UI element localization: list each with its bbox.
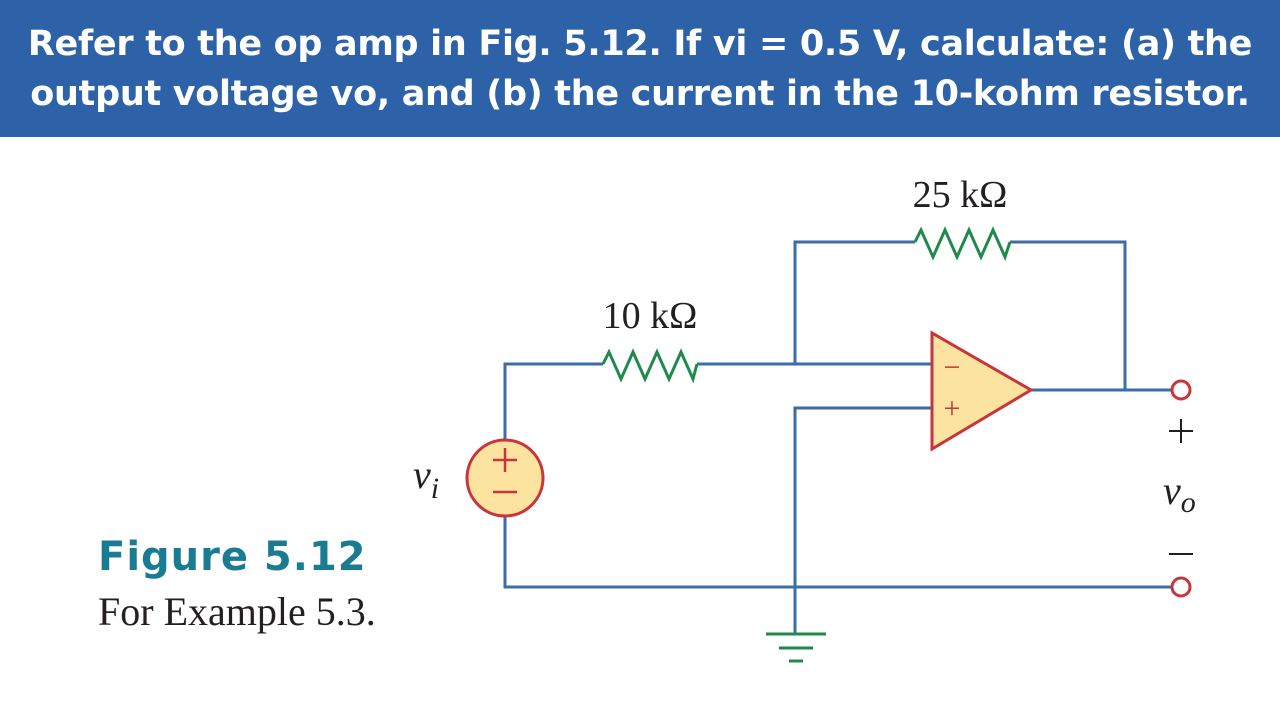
- output-terminal-positive: [1170, 379, 1192, 401]
- op-amp-inverting-sign: −: [944, 351, 961, 384]
- ground-icon: [766, 632, 826, 663]
- resistor-25k: [913, 226, 1012, 262]
- source-label: vi: [413, 452, 439, 505]
- wire-noninverting-input: [793, 406, 932, 634]
- figure-title: Figure 5.12: [98, 534, 367, 580]
- resistor-10k-label: 10 kΩ: [603, 295, 698, 337]
- wire-bottom-rail: [503, 516, 1172, 589]
- figure-caption: For Example 5.3.: [98, 589, 376, 634]
- op-amp-triangle: [930, 330, 1034, 452]
- question-text: Refer to the op amp in Fig. 5.12. If vi …: [27, 23, 1253, 114]
- wire-feedback-left: [793, 240, 915, 364]
- wire-feedback-right: [1010, 240, 1127, 390]
- resistor-25k-label: 25 kΩ: [913, 174, 1008, 216]
- question-banner: Refer to the op amp in Fig. 5.12. If vi …: [0, 0, 1280, 137]
- op-amp-noninverting-sign: +: [944, 392, 961, 425]
- wire-source-top: [503, 362, 603, 440]
- voltage-source-icon: [465, 438, 545, 518]
- resistor-10k: [601, 348, 699, 384]
- output-terminal-negative: [1170, 576, 1192, 598]
- output-label: vo: [1163, 468, 1196, 519]
